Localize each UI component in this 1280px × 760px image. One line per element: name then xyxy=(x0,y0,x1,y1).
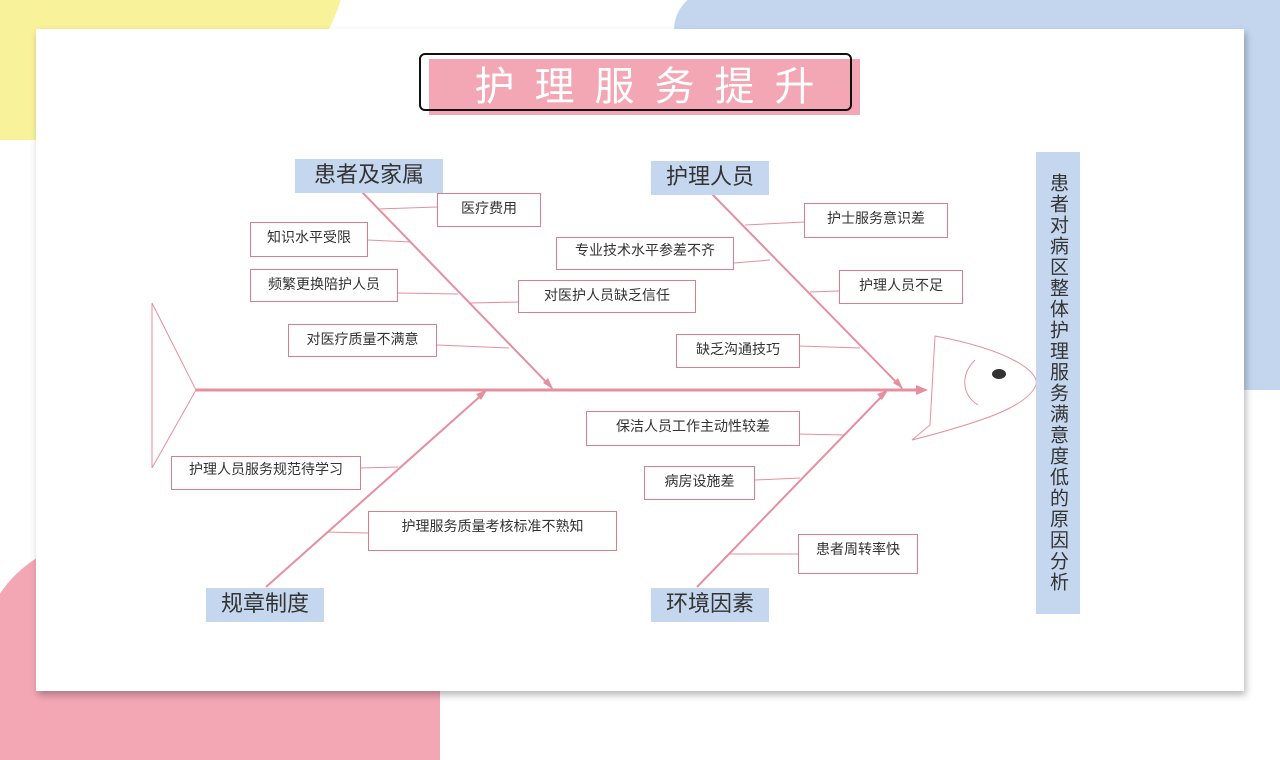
sub-bone xyxy=(325,531,369,534)
category-patients: 患者及家属 xyxy=(295,159,443,193)
category-nurses: 护理人员 xyxy=(651,161,769,195)
bone-nurses xyxy=(710,192,903,389)
cause-box: 病房设施差 xyxy=(644,466,755,500)
fish-tail xyxy=(151,302,197,469)
sub-bone xyxy=(733,259,771,264)
bone-nurses-arrow xyxy=(893,378,903,389)
cause-box: 对医疗质量不满意 xyxy=(288,324,437,357)
fish-head xyxy=(911,335,1037,441)
bone-environment xyxy=(696,391,887,588)
cause-box: 护理服务质量考核标准不熟知 xyxy=(368,511,617,551)
sub-bone xyxy=(798,433,846,436)
cause-box: 护士服务意识差 xyxy=(804,203,948,238)
fish-gill xyxy=(964,359,979,406)
sub-bone xyxy=(377,206,438,210)
cause-box: 医疗费用 xyxy=(437,193,541,227)
page-title: 护理服务提升 xyxy=(474,64,835,110)
sub-bone xyxy=(360,466,399,469)
cause-box: 专业技术水平参差不齐 xyxy=(556,237,734,270)
bone-environment-arrow xyxy=(877,390,888,400)
cause-box: 知识水平受限 xyxy=(250,222,368,257)
sub-bone xyxy=(744,221,805,226)
bone-rules-arrow xyxy=(476,390,487,400)
category-environment: 环境因素 xyxy=(651,588,769,622)
sub-bone xyxy=(397,292,459,295)
fish-eye xyxy=(992,369,1006,379)
cause-box: 缺乏沟通技巧 xyxy=(676,334,800,368)
spine-arrowhead xyxy=(916,385,928,395)
sub-bone xyxy=(754,477,801,481)
cause-box: 患者周转率快 xyxy=(798,534,918,574)
cause-box: 频繁更换陪护人员 xyxy=(250,269,398,302)
cause-box: 护理人员服务规范待学习 xyxy=(171,456,361,490)
cause-box: 保洁人员工作主动性较差 xyxy=(586,411,800,446)
bone-rules xyxy=(265,391,486,588)
sub-bone xyxy=(469,301,519,304)
fishbone-diagram xyxy=(151,191,1037,588)
sub-bone xyxy=(809,290,840,293)
cause-box: 护理人员不足 xyxy=(839,270,963,304)
title-background xyxy=(429,59,860,115)
title-frame xyxy=(419,53,852,111)
cause-box: 对医护人员缺乏信任 xyxy=(518,280,696,313)
sub-bone xyxy=(436,344,510,349)
problem-statement: 患者对病区整体护理服务满意度低的原因分析 xyxy=(1036,152,1080,614)
bone-patients xyxy=(361,191,553,389)
sub-bone xyxy=(798,345,861,349)
sub-bone xyxy=(367,239,412,243)
bone-patients-arrow xyxy=(543,378,553,389)
category-rules: 规章制度 xyxy=(206,588,324,622)
title-banner: 护理服务提升 xyxy=(419,53,860,115)
